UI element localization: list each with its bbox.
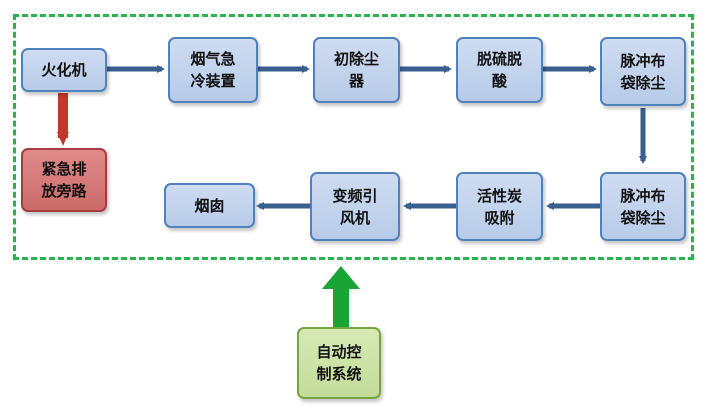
arrow-control bbox=[322, 266, 360, 330]
node-auto-control-system: 自动控 制系统 bbox=[297, 327, 381, 399]
node-activated-carbon: 活性炭 吸附 bbox=[456, 172, 543, 241]
node-desulfurization: 脱硫脱 酸 bbox=[456, 37, 543, 103]
node-primary-dust-collector: 初除尘 器 bbox=[313, 37, 400, 103]
node-cremator: 火化机 bbox=[21, 48, 107, 92]
node-flue-gas-quench: 烟气急 冷装置 bbox=[168, 37, 258, 103]
node-emergency-bypass: 紧急排 放旁路 bbox=[21, 148, 107, 212]
node-vfd-induced-fan: 变频引 风机 bbox=[310, 172, 400, 241]
node-pulse-bag-filter-2: 脉冲布 袋除尘 bbox=[600, 172, 686, 241]
node-pulse-bag-filter-1: 脉冲布 袋除尘 bbox=[600, 37, 686, 106]
system-boundary bbox=[13, 14, 694, 260]
node-chimney: 烟囱 bbox=[164, 183, 255, 228]
